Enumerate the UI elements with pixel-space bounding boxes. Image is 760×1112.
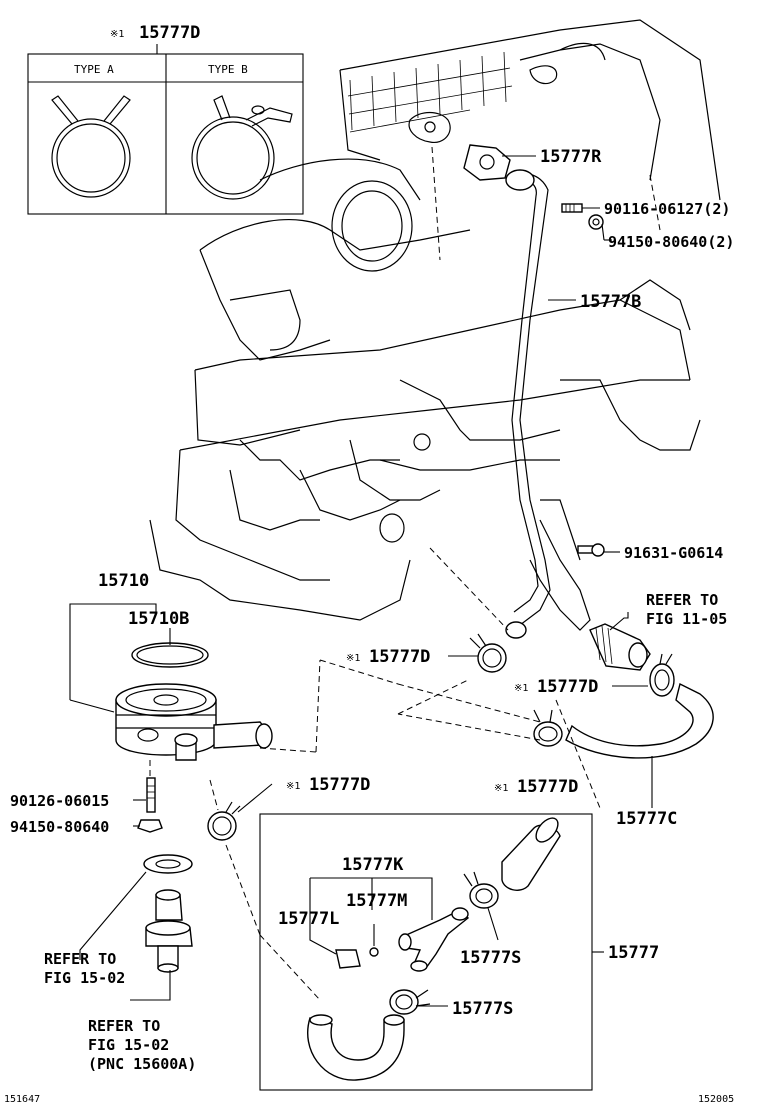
label-94150-80640-upper: 94150-80640(2) xyxy=(608,233,734,251)
label-pnc-15600a: (PNC 15600A) xyxy=(88,1055,196,1073)
label-15777s-1: 15777S xyxy=(460,948,521,968)
clamp-type-a-label: TYPE A xyxy=(74,63,114,76)
label-91631-g0614: 91631-G0614 xyxy=(624,544,723,562)
clamp-d3 xyxy=(533,709,563,747)
label-15777b: 15777B xyxy=(580,292,641,312)
label-15777d-3: 15777D xyxy=(517,777,578,797)
label-15777k: 15777K xyxy=(342,855,404,875)
label-15777d-2: 15777D xyxy=(537,677,598,697)
clamp-type-box: ※1 15777D TYPE A TYPE B xyxy=(27,23,304,215)
label-refer-fig-11-05-line2: FIG 11-05 xyxy=(646,610,727,628)
clamp-type-a-drawing xyxy=(51,95,131,198)
label-d2-mark: ※1 xyxy=(514,683,528,694)
label-94150-80640-lower: 94150-80640 xyxy=(10,818,109,836)
label-90126-06015: 90126-06015 xyxy=(10,792,109,810)
bolt-90116 xyxy=(561,203,583,213)
clamp-d4 xyxy=(207,801,241,841)
label-15777s-2: 15777S xyxy=(452,999,513,1019)
label-15777c: 15777C xyxy=(616,809,677,829)
clamp-s2 xyxy=(389,989,431,1015)
clamp-box-mark: ※1 xyxy=(110,29,124,40)
label-refer-fig-15-02-b-line2: FIG 15-02 xyxy=(88,1036,169,1054)
nut-94150-upper xyxy=(588,214,604,230)
label-90116-06127: 90116-06127(2) xyxy=(604,200,730,218)
label-refer-fig-15-02-b-line1: REFER TO xyxy=(88,1017,160,1035)
hose-assembly-drawing xyxy=(207,547,714,1001)
label-refer-fig-11-05-line1: REFER TO xyxy=(646,591,718,609)
label-15777r: 15777R xyxy=(540,147,602,167)
part-labels: 15777R 90116-06127(2) 94150-80640(2) 157… xyxy=(10,147,734,1073)
label-15710: 15710 xyxy=(98,571,149,591)
label-refer-fig-15-02-a-line1: REFER TO xyxy=(44,950,116,968)
clamp-type-b-drawing xyxy=(191,95,293,200)
engine-block-drawing xyxy=(149,19,721,631)
clamp-type-b-label: TYPE B xyxy=(208,63,248,76)
label-d3-mark: ※1 xyxy=(494,783,508,794)
leader-lines xyxy=(69,155,653,1007)
kit-box-15777 xyxy=(259,813,593,1091)
pipe-15777b-drawing xyxy=(463,144,605,639)
bolt-91631 xyxy=(577,543,605,557)
clamp-s1 xyxy=(463,871,499,909)
label-refer-fig-15-02-a-line2: FIG 15-02 xyxy=(44,969,125,987)
clamp-box-title: 15777D xyxy=(139,23,200,43)
label-15777l: 15777L xyxy=(278,909,339,929)
hose-u-bend xyxy=(307,1017,405,1081)
label-15777d-1: 15777D xyxy=(369,647,430,667)
clamp-d2 xyxy=(649,653,675,697)
hose-15777c xyxy=(565,682,714,759)
footer-left-code: 151647 xyxy=(4,1094,40,1105)
label-15777: 15777 xyxy=(608,943,659,963)
label-d4-mark: ※1 xyxy=(286,781,300,792)
oil-cooler-drawing xyxy=(115,642,321,833)
union-bolt-drawing xyxy=(143,854,193,973)
label-15777m: 15777M xyxy=(346,891,407,911)
label-15710b: 15710B xyxy=(128,609,189,629)
label-d1-mark: ※1 xyxy=(346,653,360,664)
clamp-d1 xyxy=(469,633,507,673)
footer-right-code: 152005 xyxy=(698,1094,734,1105)
label-15777d-4: 15777D xyxy=(309,775,370,795)
